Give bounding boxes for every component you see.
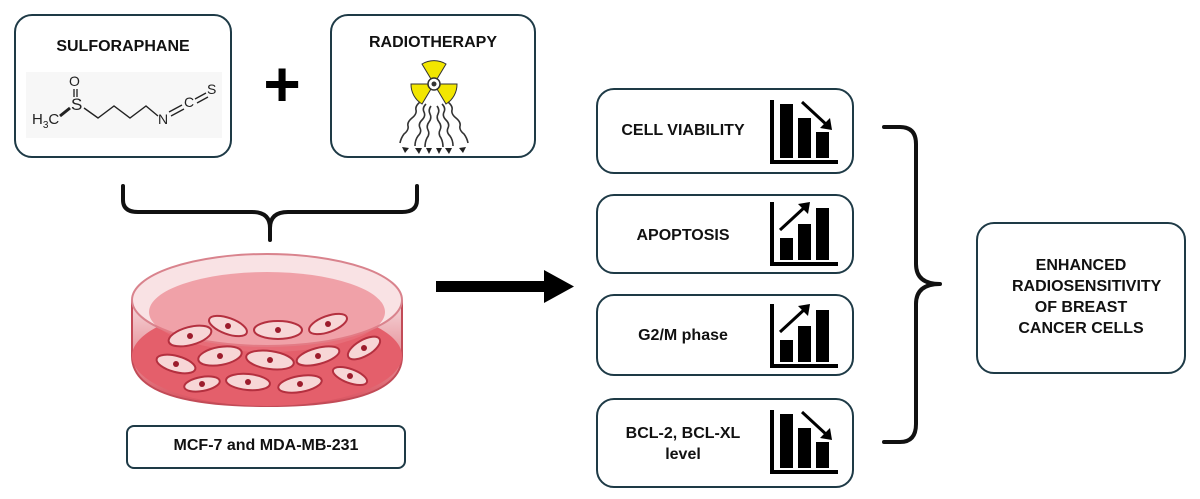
result-label: ENHANCED RADIOSENSITIVITY OF BREAST CANC… — [1012, 257, 1162, 337]
result-box — [976, 222, 1186, 374]
sulforaphane-structure: H3C S O N C S — [26, 72, 222, 138]
sulforaphane-label: SULFORAPHANE — [56, 38, 190, 55]
radiation-icon — [399, 60, 469, 154]
decrease-chart-icon — [770, 100, 838, 164]
outcome-label: APOPTOSIS — [636, 227, 730, 244]
radiotherapy-label: RADIOTHERAPY — [368, 34, 497, 51]
nitrogen-atom: N — [158, 111, 168, 127]
cell-lines-box — [126, 425, 406, 469]
sulfur-atom-2: S — [207, 81, 216, 97]
methyl-group: H3C — [32, 111, 59, 131]
plus-sign: + — [263, 48, 301, 120]
decrease-chart-icon — [770, 410, 838, 474]
input-brace — [121, 184, 419, 242]
arrow-right — [436, 270, 574, 303]
oxygen-atom: O — [69, 73, 80, 89]
sulfur-atom: S — [71, 95, 82, 114]
outcome-label: G2/M phase — [638, 327, 728, 344]
petri-dish — [131, 253, 403, 408]
increase-chart-icon — [770, 304, 838, 368]
cell-lines-label: MCF-7 and MDA-MB-231 — [173, 437, 359, 454]
outcome-label: BCL-2, BCL-XL level — [625, 425, 741, 463]
increase-chart-icon — [770, 202, 838, 266]
radiation-rays — [399, 101, 469, 148]
outcome-label: CELL VIABILITY — [621, 122, 745, 139]
outcome-brace — [882, 125, 942, 444]
carbon-atom: C — [184, 94, 194, 110]
